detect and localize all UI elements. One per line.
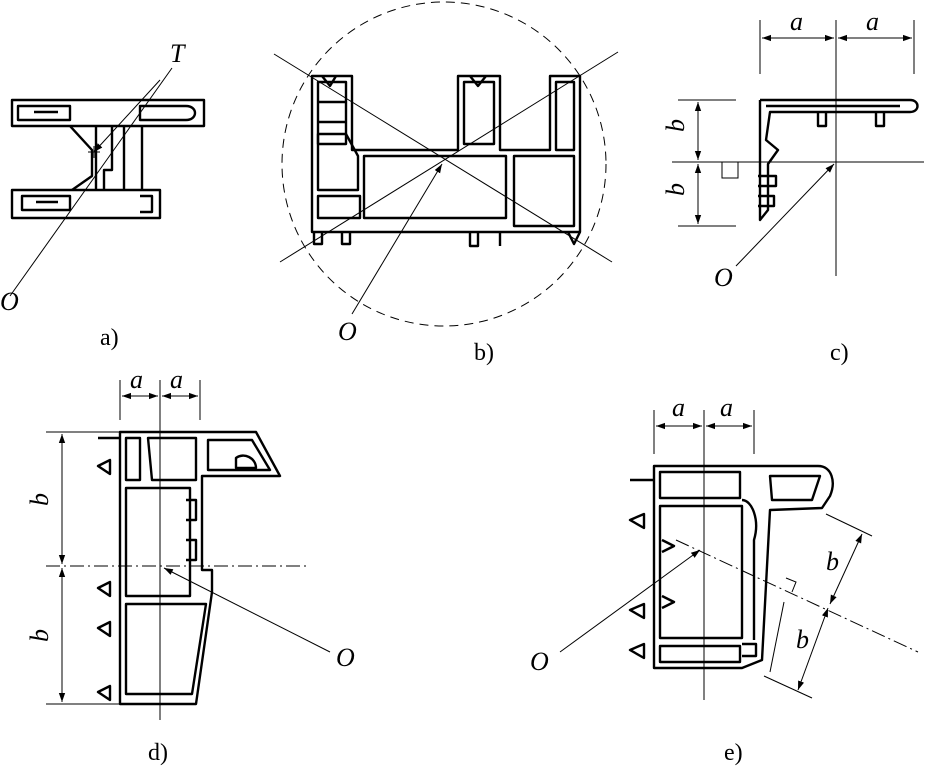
dim-label-d-a1: a — [130, 365, 143, 394]
dim-label-c-b2: b — [661, 183, 690, 196]
dim-b-e1 — [829, 533, 863, 605]
dim-label-c-a2: a — [866, 7, 879, 36]
caption-c: c) — [830, 340, 849, 366]
right-angle-c — [721, 162, 739, 179]
figure-a: T O a) — [0, 39, 206, 351]
bounding-circle-b — [281, 1, 607, 327]
figure-e: a a b b O e) — [530, 393, 919, 766]
label-O-e: O — [530, 647, 549, 676]
caption-e: e) — [724, 740, 743, 766]
dim-b-e2 — [797, 607, 829, 691]
label-O-c: O — [714, 263, 733, 292]
dim-label-d-a2: a — [170, 365, 183, 394]
dim-label-e-a2: a — [720, 393, 733, 422]
profile-edge-line-e — [769, 601, 785, 673]
caption-a: a) — [100, 325, 119, 351]
leader-T — [93, 79, 161, 153]
dim-label-d-b2: b — [25, 629, 54, 642]
ext-line-e-upper — [825, 513, 873, 537]
leader-O-c — [735, 163, 835, 267]
dim-label-e-b1: b — [826, 547, 839, 576]
figure-d: a a b b O d) — [25, 365, 355, 766]
dim-label-d-b1: b — [25, 493, 54, 506]
figure-c: a a b b O c) — [661, 7, 924, 366]
profile-e — [628, 464, 834, 670]
dim-label-e-a1: a — [672, 393, 685, 422]
profile-c — [758, 98, 919, 222]
figure-b: O b) — [273, 1, 619, 366]
profile-a — [10, 98, 206, 220]
caption-d: d) — [148, 740, 168, 766]
right-angle-e — [785, 577, 797, 593]
diagonal-b1 — [273, 53, 613, 263]
label-T: T — [170, 39, 186, 68]
diagonal-b2 — [279, 51, 619, 263]
leader-O-e — [559, 549, 701, 653]
leader-O-b — [351, 163, 443, 315]
axis-line-a — [9, 67, 173, 297]
caption-b: b) — [474, 340, 494, 366]
profile-b — [310, 74, 582, 248]
inclined-axis-e — [675, 539, 919, 653]
dim-label-c-b1: b — [661, 119, 690, 132]
label-O-a: O — [0, 287, 19, 316]
dim-label-c-a1: a — [790, 7, 803, 36]
ext-line-e-lower — [763, 675, 813, 699]
profile-d — [96, 430, 282, 706]
label-O-b: O — [338, 317, 357, 346]
leader-O-d — [163, 567, 331, 653]
label-O-d: O — [336, 643, 355, 672]
dim-label-e-b2: b — [796, 625, 809, 654]
